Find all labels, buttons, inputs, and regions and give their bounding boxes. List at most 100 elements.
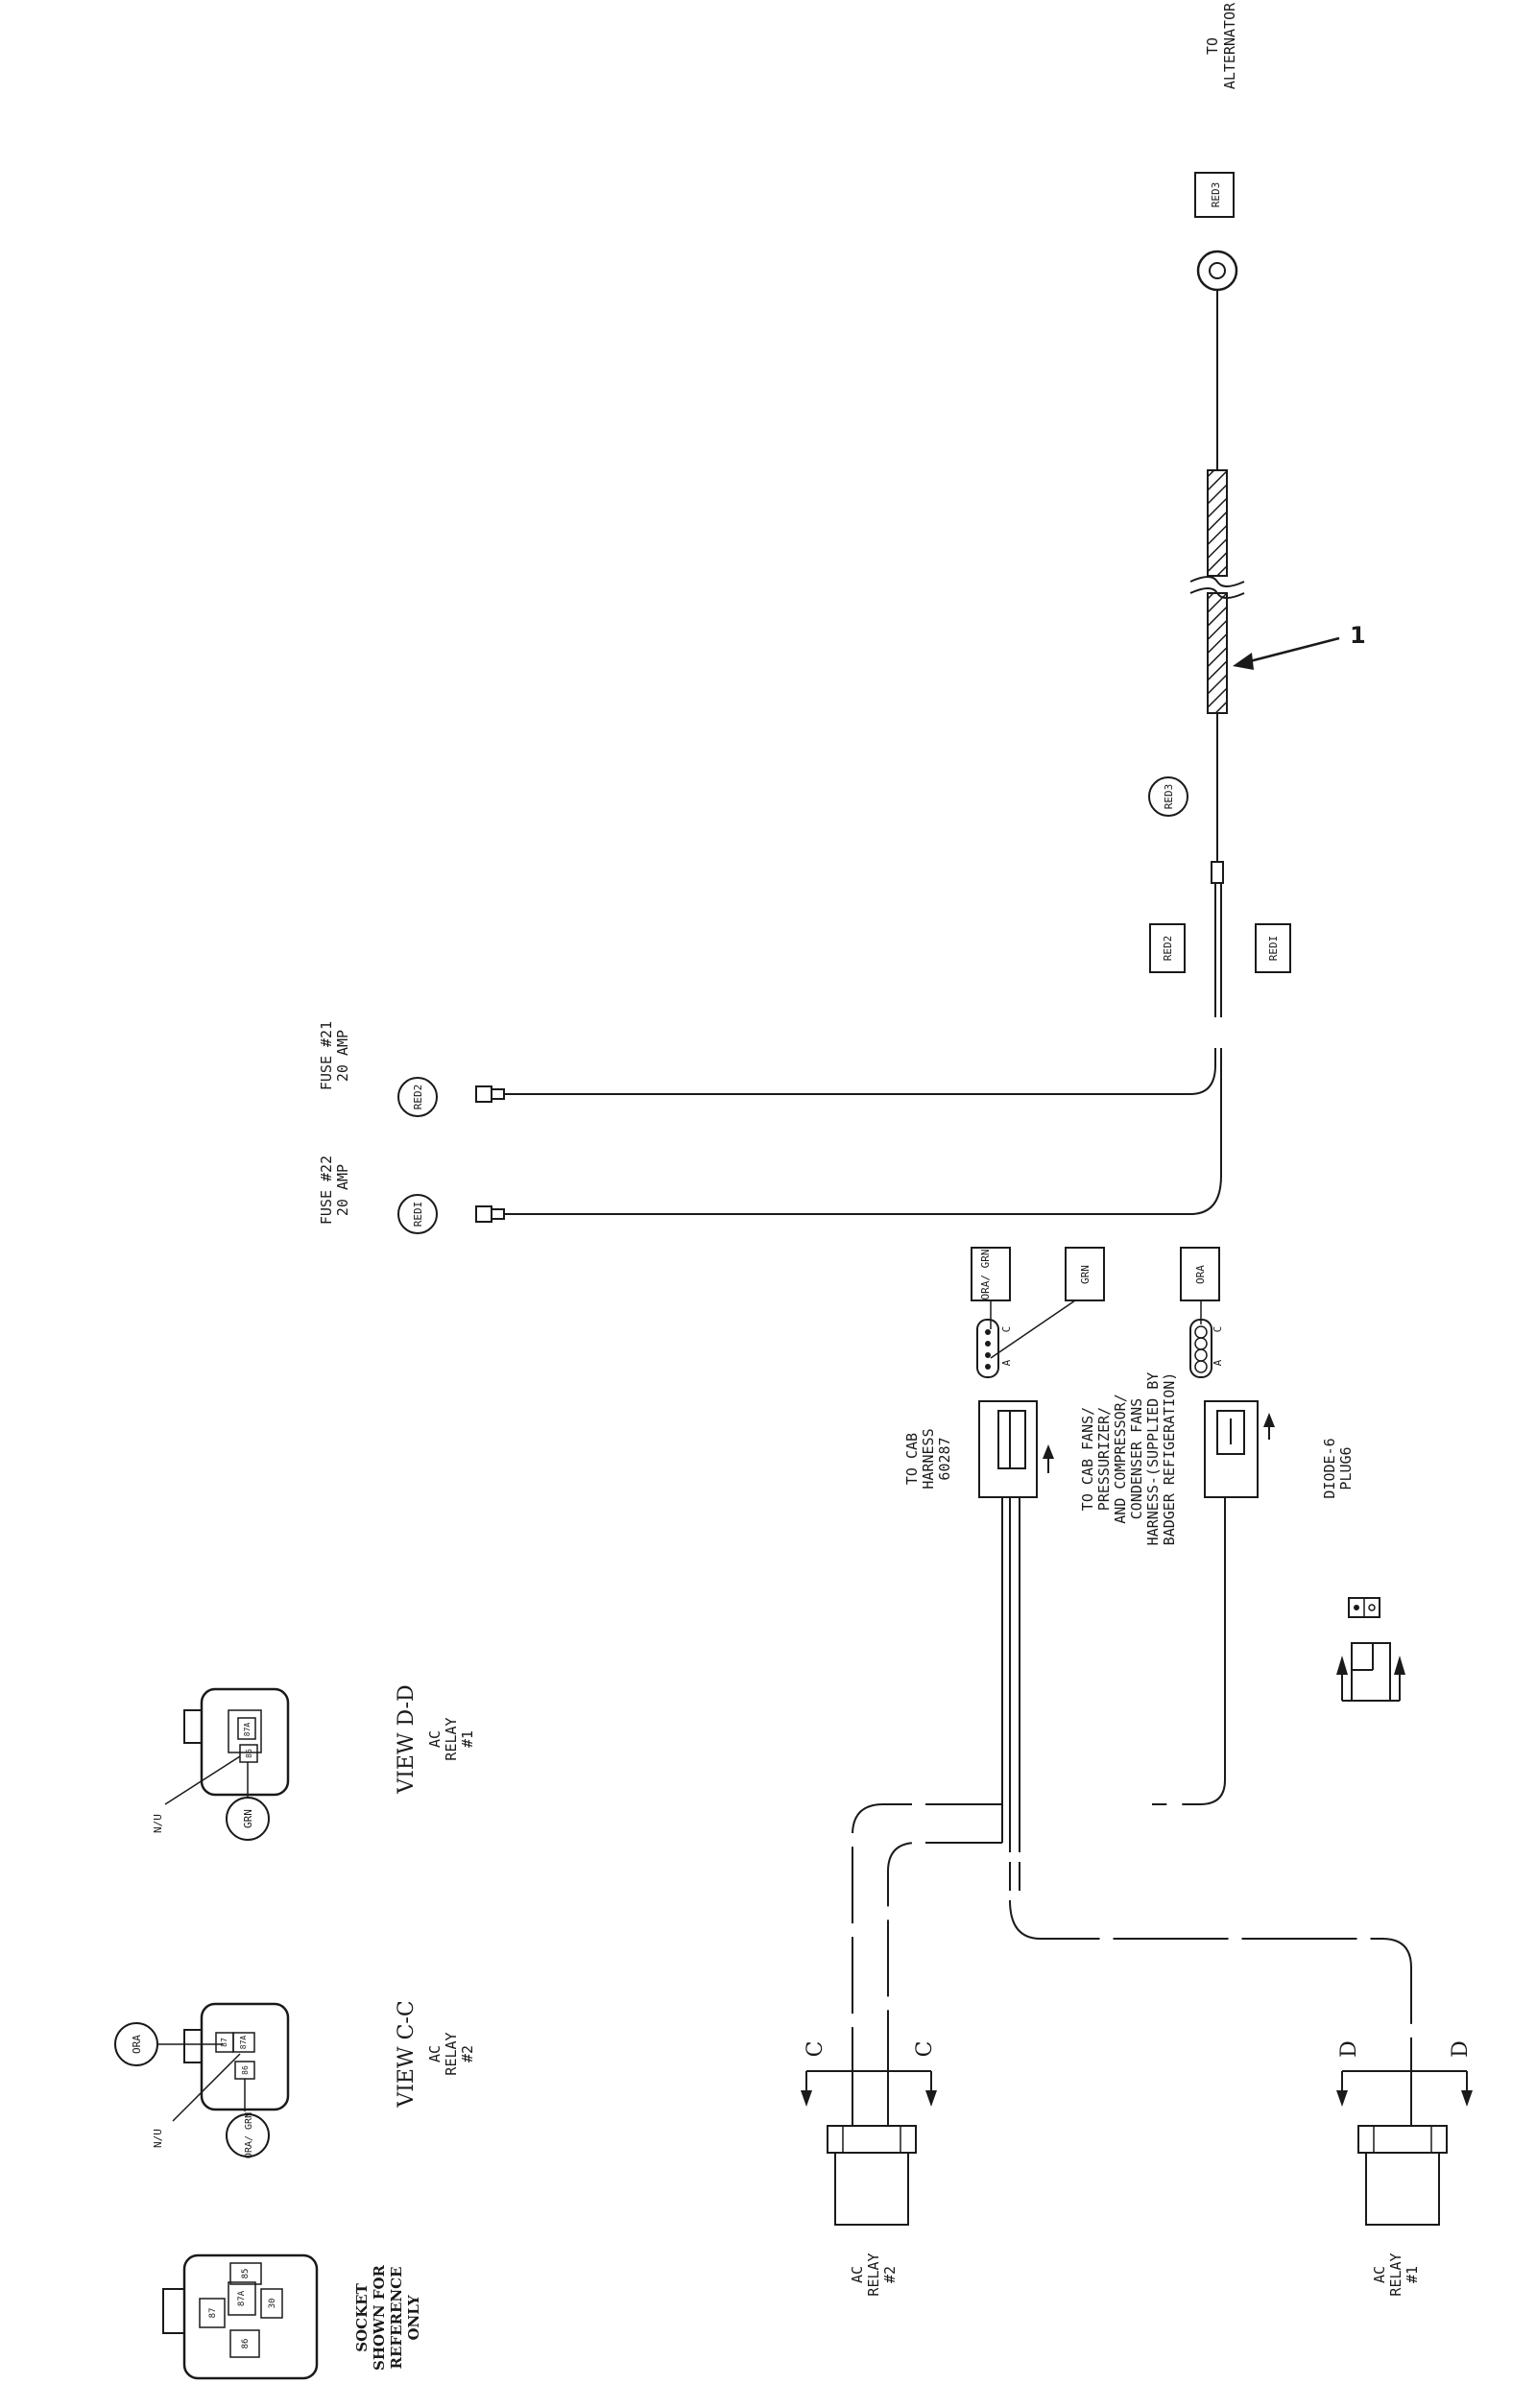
red3-tag-box: RED3 — [1194, 172, 1235, 218]
svg-text:TO: TO — [1204, 37, 1221, 55]
cab-harness-label: TO CAB HARNESS 60287 — [903, 1428, 953, 1489]
svg-text:FUSE #21: FUSE #21 — [318, 1021, 335, 1090]
svg-text:RED2: RED2 — [1162, 936, 1174, 962]
fuse21-terminal — [475, 1085, 505, 1103]
ora-tag-circle: ORA — [114, 2022, 158, 2066]
svg-text:RELAY: RELAY — [443, 2032, 460, 2075]
svg-text:86: 86 — [241, 2065, 250, 2075]
svg-text:REDI: REDI — [412, 1202, 424, 1228]
reference-socket-label: SOCKET SHOWN FOR REFERENCE ONLY — [353, 2264, 422, 2371]
harness-sleeve — [1189, 469, 1245, 714]
svg-text:DIODE-6: DIODE-6 — [1321, 1438, 1338, 1498]
svg-text:AC: AC — [426, 1730, 444, 1748]
to-alternator-label: TO ALTERNATOR — [1204, 2, 1238, 89]
svg-text:AC: AC — [849, 2266, 866, 2283]
svg-text:AC: AC — [426, 2045, 444, 2062]
svg-text:TO CAB: TO CAB — [903, 1433, 921, 1485]
svg-text:VIEW D-D: VIEW D-D — [395, 1684, 419, 1794]
section-c-arrows: C C — [801, 2041, 937, 2107]
svg-text:HARNESS-(SUPPLIED BY: HARNESS-(SUPPLIED BY — [1144, 1372, 1162, 1546]
ora-grn-tag-circle: ORA/ GRN — [226, 2112, 270, 2158]
svg-text:#2: #2 — [881, 2266, 899, 2283]
red2-tag-circle: RED2 — [397, 1077, 438, 1117]
grn-tag-box: GRN — [1065, 1247, 1105, 1301]
svg-text:A: A — [1000, 1359, 1013, 1366]
svg-text:85: 85 — [241, 2269, 251, 2279]
svg-text:#2: #2 — [459, 2045, 476, 2062]
svg-text:VIEW C-C: VIEW C-C — [395, 2000, 419, 2108]
svg-text:87: 87 — [220, 2038, 228, 2047]
splice — [1211, 861, 1224, 884]
svg-text:RELAY: RELAY — [443, 1717, 460, 1760]
svg-text:#1: #1 — [1404, 2266, 1421, 2283]
svg-text:GRN: GRN — [1079, 1265, 1092, 1284]
red1-tag-box: REDI — [1255, 923, 1291, 973]
section-d-arrows: D D — [1336, 2040, 1473, 2107]
red3-tag-circle: RED3 — [1148, 776, 1188, 817]
svg-text:HARNESS: HARNESS — [920, 1428, 937, 1489]
svg-text:SOCKET: SOCKET — [353, 2282, 371, 2351]
svg-text:#1: #1 — [459, 1730, 476, 1748]
svg-text:30: 30 — [268, 2299, 277, 2309]
ac-relay-2-connector — [827, 2083, 917, 2226]
svg-text:87A: 87A — [239, 2036, 248, 2050]
ora-tag-box: ORA — [1180, 1247, 1220, 1301]
ring-terminal — [1196, 250, 1238, 299]
ac-relay-2-label: AC RELAY #2 — [849, 2253, 899, 2296]
svg-text:ONLY: ONLY — [405, 2295, 422, 2340]
grn-tag-circle: GRN — [226, 1797, 270, 1841]
section-c-right-mark: C — [913, 2041, 937, 2058]
diode-symbol — [1336, 1597, 1405, 1702]
fans-harness-label: TO CAB FANS/ PRESSURIZER/ AND COMPRESSOR… — [1079, 1372, 1178, 1546]
section-d-right-mark: D — [1449, 2040, 1473, 2058]
svg-text:N/U: N/U — [152, 2129, 164, 2148]
red2-tag-box: RED2 — [1149, 923, 1186, 973]
svg-text:REDI: REDI — [1267, 936, 1280, 962]
svg-text:87A: 87A — [243, 1723, 252, 1737]
svg-text:1: 1 — [1350, 622, 1366, 649]
svg-text:REFERENCE: REFERENCE — [388, 2267, 405, 2370]
svg-text:N/U: N/U — [152, 1814, 164, 1833]
svg-text:86: 86 — [245, 1749, 253, 1758]
svg-text:RED2: RED2 — [412, 1085, 424, 1110]
svg-text:C: C — [1000, 1326, 1013, 1333]
reference-socket: 87 87A 85 30 86 — [162, 2253, 319, 2380]
svg-text:AND COMPRESSOR/: AND COMPRESSOR/ — [1112, 1394, 1129, 1523]
split-wires — [504, 883, 1222, 1215]
cab-harness-connector — [978, 1400, 1054, 1843]
svg-text:C: C — [1212, 1326, 1224, 1333]
svg-text:A: A — [1212, 1359, 1224, 1366]
svg-text:ORA: ORA — [131, 2035, 143, 2054]
svg-text:AC: AC — [1371, 2266, 1388, 2283]
fuse22-terminal — [475, 1205, 505, 1223]
view-dd-title: VIEW D-D AC RELAY #1 — [395, 1684, 476, 1794]
svg-text:20 AMP: 20 AMP — [334, 1030, 351, 1082]
svg-text:CONDENSER FANS: CONDENSER FANS — [1128, 1398, 1145, 1519]
svg-text:FUSE #22: FUSE #22 — [318, 1156, 335, 1225]
svg-text:RED3: RED3 — [1210, 182, 1222, 208]
svg-text:BADGER REFIGERATION): BADGER REFIGERATION) — [1161, 1372, 1178, 1546]
section-d-left-mark: D — [1337, 2040, 1361, 2058]
svg-text:ORA: ORA — [1194, 1265, 1207, 1284]
svg-text:TO CAB FANS/: TO CAB FANS/ — [1079, 1407, 1096, 1511]
ac-relay-1-connector — [1357, 2083, 1448, 2226]
svg-text:PLUG6: PLUG6 — [1337, 1446, 1355, 1490]
fans-harness-connector — [1152, 1400, 1275, 1805]
svg-text:60287: 60287 — [936, 1437, 953, 1480]
svg-text:PRESSURIZER/: PRESSURIZER/ — [1095, 1407, 1113, 1511]
nu-dd-label: N/U — [152, 1814, 164, 1833]
fuse21-label: FUSE #21 20 AMP — [318, 1021, 351, 1090]
red1-tag-circle: REDI — [397, 1194, 438, 1234]
fuse22-label: FUSE #22 20 AMP — [318, 1156, 351, 1225]
view-dd-socket: 87A 86 — [164, 1687, 290, 1805]
svg-text:20 AMP: 20 AMP — [334, 1164, 351, 1216]
svg-text:GRN: GRN — [242, 1809, 254, 1828]
svg-text:ALTERNATOR: ALTERNATOR — [1221, 2, 1238, 89]
diode-label: DIODE-6 PLUG6 — [1321, 1438, 1355, 1498]
view-cc-title: VIEW C-C AC RELAY #2 — [395, 2000, 476, 2108]
svg-text:86: 86 — [241, 2339, 251, 2349]
diode-connector-face: C A — [1189, 1300, 1224, 1378]
section-c-left-mark: C — [804, 2041, 828, 2058]
svg-text:RED3: RED3 — [1163, 784, 1175, 810]
